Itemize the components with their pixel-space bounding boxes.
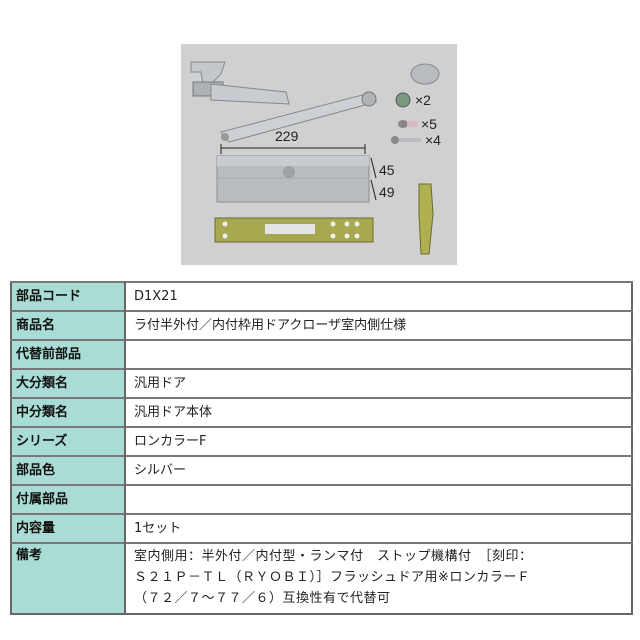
door-closer-illustration [190,61,440,255]
dimension-height-bottom: 49 [379,184,395,200]
remarks-line: Ｓ２１Ｐ－ＴＬ（ＲＹＯＢＩ）］フラッシュドア用※ロンカラーＦ [134,570,531,585]
remarks-line: 室内側用：半外付／内付型・ランマ付 ストップ機構付 ［刻印： [134,549,533,564]
row-label: 付属部品 [10,484,126,515]
remarks-label: 備考 [10,542,126,615]
table-row: 部品コード D1X21 [10,281,633,312]
remarks-value: 室内側用：半外付／内付型・ランマ付 ストップ機構付 ［刻印： Ｓ２１Ｐ－ＴＬ（Ｒ… [124,542,633,615]
table-row: 中分類名 汎用ドア本体 [10,397,633,428]
remarks-line: （７２／７～７７／６）互換性有で代替可 [134,591,391,606]
row-value: 汎用ドア [124,368,633,399]
screw-long-quantity: ×4 [425,132,441,148]
row-value: シルバー [124,455,633,486]
table-row: 部品色 シルバー [10,455,633,486]
row-value: 汎用ドア本体 [124,397,633,428]
row-value [124,339,633,370]
spec-table: 部品コード D1X21 商品名 ラ付半外付／内付枠用ドアクローザ室内側仕様 代替… [10,281,633,615]
row-label: 中分類名 [10,397,126,428]
row-label: 部品色 [10,455,126,486]
nut-quantity: ×2 [415,92,431,108]
row-value: D1X21 [124,281,633,312]
row-value: ラ付半外付／内付枠用ドアクローザ室内側仕様 [124,310,633,341]
product-photo: 229 45 49 ×2 ×5 ×4 [181,44,457,265]
table-row: 代替前部品 [10,339,633,370]
row-label: 商品名 [10,310,126,341]
dimension-height-top: 45 [379,162,395,178]
table-row: 大分類名 汎用ドア [10,368,633,399]
row-label: シリーズ [10,426,126,457]
row-label: 内容量 [10,513,126,544]
screw-short-quantity: ×5 [421,116,437,132]
row-label: 代替前部品 [10,339,126,370]
row-label: 大分類名 [10,368,126,399]
table-row: シリーズ ロンカラーF [10,426,633,457]
row-value: 1セット [124,513,633,544]
table-row: 商品名 ラ付半外付／内付枠用ドアクローザ室内側仕様 [10,310,633,341]
dimension-length: 229 [275,128,299,144]
table-row: 付属部品 [10,484,633,515]
row-label: 部品コード [10,281,126,312]
remarks-row: 備考 室内側用：半外付／内付型・ランマ付 ストップ機構付 ［刻印： Ｓ２１Ｐ－Ｔ… [10,542,633,615]
row-value [124,484,633,515]
row-value: ロンカラーF [124,426,633,457]
table-row: 内容量 1セット [10,513,633,544]
